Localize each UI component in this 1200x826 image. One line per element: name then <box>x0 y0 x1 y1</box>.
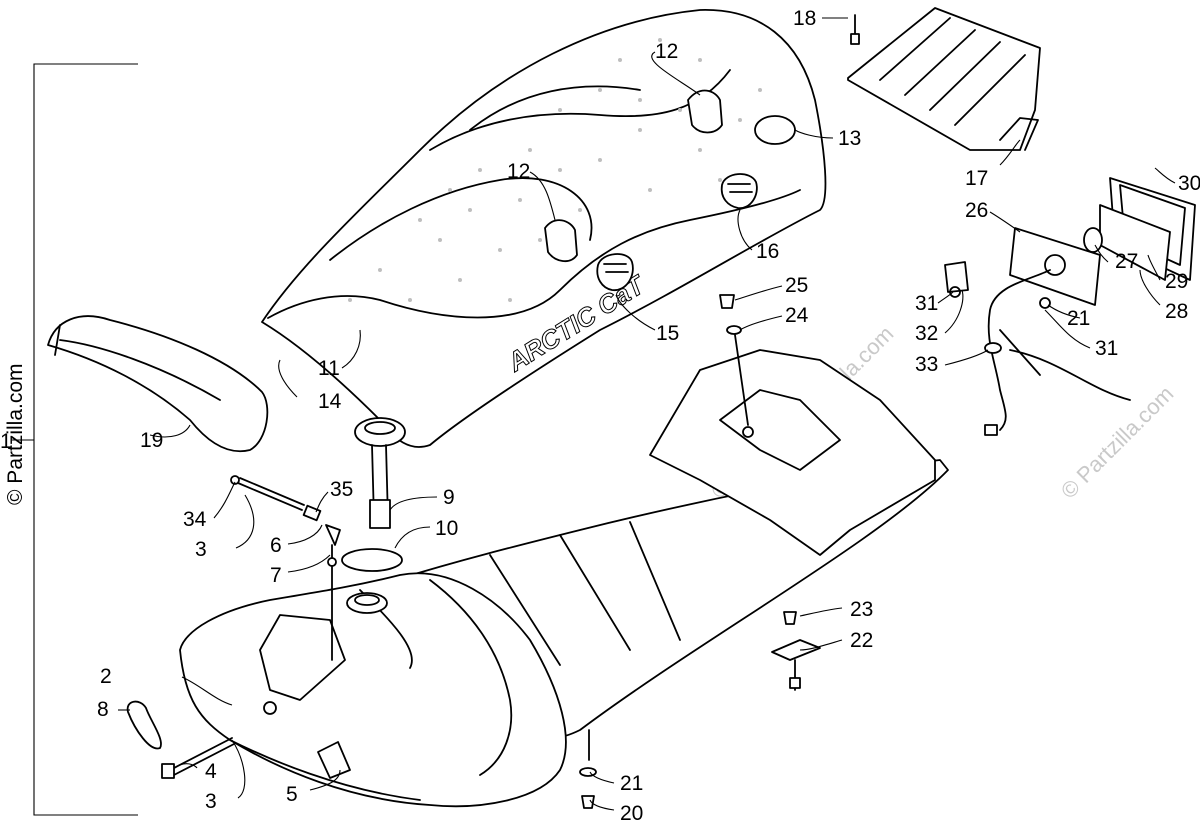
tail-light-lens <box>1099 177 1196 281</box>
knob-15 <box>596 253 634 291</box>
clamp-8 <box>126 700 162 750</box>
callout-labels: 1 2 3 3 4 5 6 7 8 9 10 11 12 12 13 14 15… <box>0 7 1200 825</box>
callout-2: 2 <box>100 665 112 688</box>
callout-5: 5 <box>286 783 298 806</box>
callout-21-light: 21 <box>1067 307 1090 330</box>
seat-pad <box>754 115 796 145</box>
callout-7: 7 <box>270 564 282 587</box>
seat-texture <box>348 38 762 302</box>
callout-12-rear: 12 <box>655 40 678 63</box>
tail-light-housing <box>1009 227 1103 306</box>
callout-17: 17 <box>965 167 988 190</box>
assembly-bracket <box>12 63 138 816</box>
callout-3-upper: 3 <box>195 538 207 561</box>
callout-29: 29 <box>1165 270 1188 293</box>
watermark-faint-3: © Partzilla.com <box>1056 381 1179 504</box>
callout-6: 6 <box>270 534 282 557</box>
hardware-22-23 <box>771 611 821 691</box>
knob-16 <box>720 173 758 209</box>
hardware-24-25 <box>719 294 749 426</box>
callout-35: 35 <box>330 478 353 501</box>
rear-tray <box>847 7 1041 151</box>
seat-outline <box>261 9 827 448</box>
seat-handle-front <box>544 219 578 262</box>
seat-step-line <box>329 177 593 261</box>
callout-27: 27 <box>1115 250 1138 273</box>
leader-lines <box>118 17 1176 811</box>
callout-8: 8 <box>97 698 109 721</box>
callout-31-left: 31 <box>915 292 938 315</box>
callout-4: 4 <box>205 760 217 783</box>
callout-23: 23 <box>850 598 873 621</box>
callout-12-front: 12 <box>507 160 530 183</box>
callout-14: 14 <box>318 390 342 413</box>
callout-24: 24 <box>785 304 809 327</box>
callout-11: 11 <box>318 357 340 380</box>
o-ring-10 <box>341 548 403 572</box>
rear-flap <box>47 315 269 453</box>
seat-panel-line <box>469 85 641 131</box>
callout-20: 20 <box>620 802 643 825</box>
callout-19: 19 <box>140 429 163 452</box>
tail-light-wiring <box>944 261 1131 436</box>
callout-3-lower: 3 <box>205 790 217 813</box>
callout-21-bottom: 21 <box>620 772 643 795</box>
fuel-sender <box>341 417 406 572</box>
callout-18: 18 <box>793 7 816 30</box>
fuel-fitting-4 <box>161 737 235 779</box>
seat-handle-rear <box>687 89 723 134</box>
bolt-18 <box>850 14 860 45</box>
watermark-primary: © Partzilla.com <box>4 363 27 505</box>
callout-13: 13 <box>838 127 861 150</box>
fuel-line <box>230 475 341 661</box>
callout-15: 15 <box>656 322 679 345</box>
callout-25: 25 <box>785 274 808 297</box>
callout-30: 30 <box>1178 172 1200 195</box>
callout-16: 16 <box>756 240 779 263</box>
callout-22: 22 <box>850 629 873 652</box>
callout-1: 1 <box>0 430 12 453</box>
callout-28: 28 <box>1165 300 1188 323</box>
callout-9: 9 <box>443 486 455 509</box>
hardware-20-21 <box>579 729 597 809</box>
callout-10: 10 <box>435 517 458 540</box>
callout-34: 34 <box>183 508 207 531</box>
callout-33: 33 <box>915 353 938 376</box>
seat-top-edge <box>267 189 801 319</box>
callout-26: 26 <box>965 199 988 222</box>
callout-32: 32 <box>915 322 938 345</box>
fuel-tank <box>179 572 567 808</box>
callout-31-right: 31 <box>1095 337 1118 360</box>
